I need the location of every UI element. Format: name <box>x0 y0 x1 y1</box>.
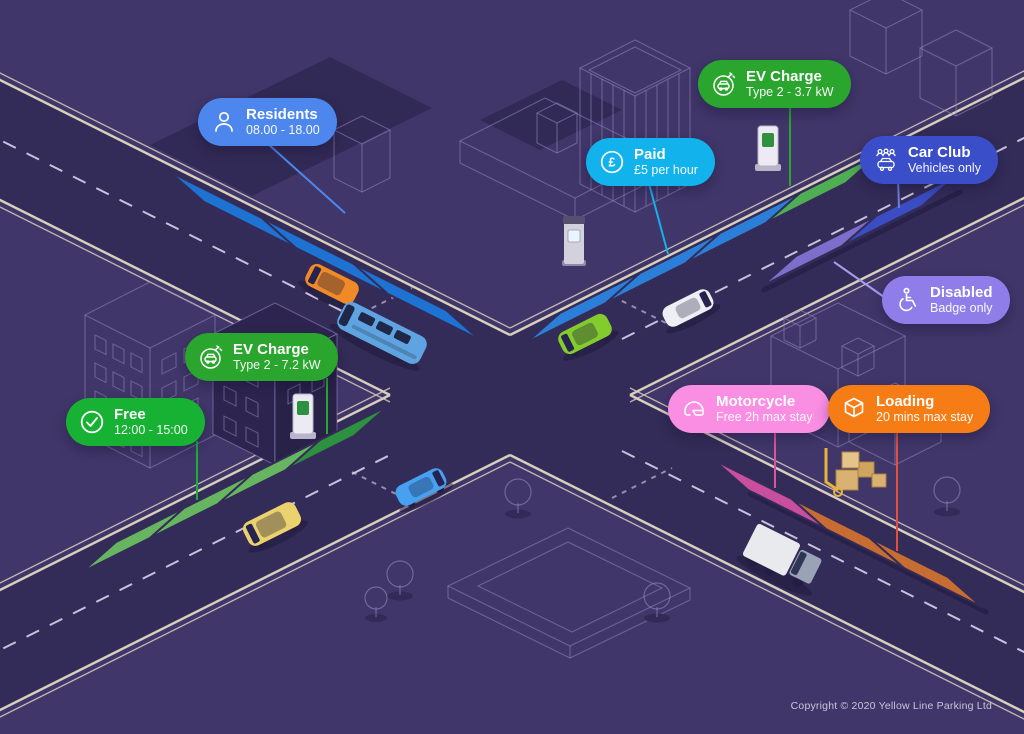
cube-building-mid <box>535 102 579 154</box>
badge-title: Loading <box>876 393 935 410</box>
disabled-bay <box>761 215 877 287</box>
badge-title: EV Charge <box>233 341 309 358</box>
paid-leader <box>647 179 669 255</box>
trees <box>364 476 961 623</box>
badge-subtitle: Free 2h max stay <box>716 410 813 425</box>
badge-title: Free <box>114 406 146 423</box>
check-icon <box>79 409 105 435</box>
badge-title: Disabled <box>930 284 993 301</box>
parking-meter <box>562 216 586 266</box>
cube-building-nw <box>332 115 392 193</box>
parking-bays <box>81 152 989 615</box>
tree <box>504 478 532 519</box>
badge-subtitle: 20 mins max stay <box>876 410 974 425</box>
vehicle-bus <box>329 302 427 371</box>
vehicle-blue-car <box>395 468 454 513</box>
badge-title: Car Club <box>908 144 971 161</box>
badge-title: EV Charge <box>746 68 822 85</box>
ev-charge-icon <box>198 344 224 370</box>
ev-charging-station <box>755 125 781 171</box>
helmet-icon <box>681 396 707 422</box>
residents-leader <box>257 134 346 214</box>
badge-subtitle: Type 2 - 3.7 kW <box>746 85 834 100</box>
tree <box>364 586 388 622</box>
wheelchair-icon <box>895 287 921 313</box>
ev-charge-72-bay <box>285 405 389 471</box>
vehicle-orange-car <box>298 263 359 311</box>
disabled-leader <box>833 261 885 298</box>
car-club-icon <box>873 147 899 173</box>
tree <box>933 476 961 517</box>
badge-subtitle: Type 2 - 7.2 kW <box>233 358 321 373</box>
vehicles <box>242 263 822 596</box>
badge-subtitle: 12:00 - 15:00 <box>114 423 188 438</box>
ev-charge-37-bay <box>765 152 881 224</box>
ev-charging-station <box>290 393 316 439</box>
person-icon <box>211 109 237 135</box>
badge-subtitle: Vehicles only <box>908 161 981 176</box>
badge-subtitle: 08.00 - 18.00 <box>246 123 320 138</box>
badge-title: Paid <box>634 146 666 163</box>
loading-bay <box>869 537 983 608</box>
badge-subtitle: Badge only <box>930 301 993 316</box>
leader-lines <box>196 104 900 551</box>
vehicle-yellow-car <box>242 502 308 553</box>
badge-title: Residents <box>246 106 318 123</box>
ne-buildings <box>848 0 994 117</box>
box-icon <box>841 396 867 422</box>
tree <box>643 582 671 623</box>
vehicle-truck <box>736 523 822 596</box>
vehicle-green-car <box>558 313 619 361</box>
badge-title: Motorcycle <box>716 393 796 410</box>
residents-bay <box>353 263 481 341</box>
tree <box>386 560 414 601</box>
svg-text:£: £ <box>609 155 616 169</box>
pound-icon: £ <box>599 149 625 175</box>
hand-truck <box>824 448 839 492</box>
badge-paid: £ Paid£5 per hour <box>586 138 715 186</box>
vehicle-white-car <box>662 289 721 334</box>
cargo-boxes <box>824 448 887 497</box>
copyright: Copyright © 2020 Yellow Line Parking Ltd <box>790 700 992 712</box>
badge-subtitle: £5 per hour <box>634 163 698 178</box>
ev-charge-icon <box>711 71 737 97</box>
